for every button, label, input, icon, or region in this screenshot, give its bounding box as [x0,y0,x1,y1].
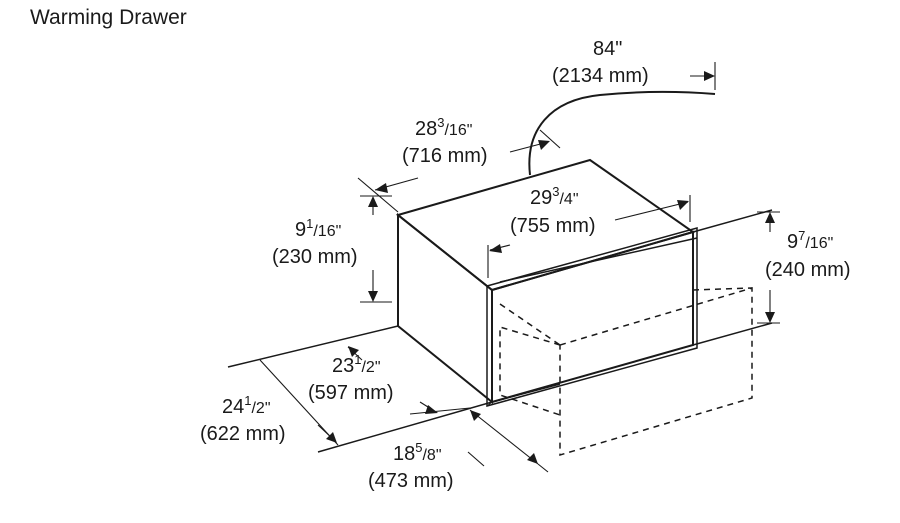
dimension-lines [259,62,780,473]
dim-depth-top-inches: 283/16" [415,115,472,140]
dim-depth-outer-mm: (622 mm) [200,423,286,445]
dim-cutout-depth-mm: (473 mm) [368,470,454,492]
dim-depth-outer-inches: 241/2" [222,393,271,418]
cabinet-lines [692,209,773,346]
dim-cutout-depth-inches: 185/8" [393,440,442,465]
cutout-dashed-box [499,286,753,457]
dim-height-right-mm: (240 mm) [765,259,851,281]
dim-depth-outer: 241/2" (622 mm) [200,393,286,445]
dim-cord-inches: 84" [593,38,622,60]
dim-cutout-depth: 185/8" (473 mm) [368,440,454,492]
dim-width-top: 293/4" (755 mm) [510,184,596,237]
dim-height-right: 97/16" (240 mm) [765,228,851,281]
dim-depth-top-mm: (716 mm) [402,145,488,167]
dim-cord-mm: (2134 mm) [552,65,649,87]
dim-width-top-inches: 293/4" [530,184,579,209]
base-lines [227,325,561,453]
dim-cord: 84" (2134 mm) [552,38,649,87]
power-cord [528,90,716,176]
dim-height-left-inches: 91/16" [295,216,341,241]
dim-depth-inner: 231/2" (597 mm) [308,352,394,404]
page-title: Warming Drawer [30,6,187,29]
dim-depth-inner-mm: (597 mm) [308,382,394,404]
dim-height-right-inches: 97/16" [787,228,833,253]
dim-depth-top: 283/16" (716 mm) [402,115,488,167]
dim-height-left-mm: (230 mm) [272,246,358,268]
dim-width-top-mm: (755 mm) [510,215,596,237]
dim-height-left: 91/16" (230 mm) [272,216,358,268]
dim-depth-inner-inches: 231/2" [332,352,381,377]
